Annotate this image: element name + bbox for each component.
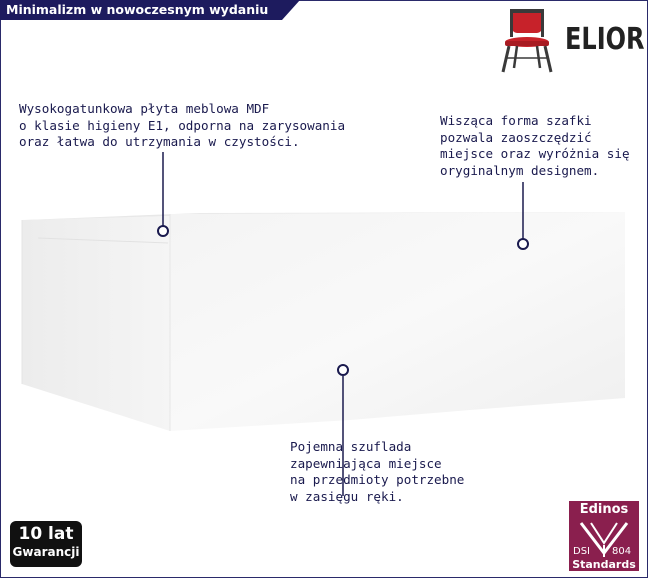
brand-logo xyxy=(501,9,553,73)
standards-brand: Edinos xyxy=(579,502,629,517)
page-title: Minimalizm w nowoczesnym wydaniu xyxy=(6,2,269,17)
brand-name: ELIOR xyxy=(565,22,645,57)
shelf-side-panel xyxy=(22,216,170,431)
standards-logo-icon xyxy=(579,522,629,557)
warranty-badge: 10 lat Gwarancji xyxy=(10,521,82,567)
standards-badge: Edinos DSI 804 Standards xyxy=(569,501,639,571)
marker-dot-hanging xyxy=(517,238,529,250)
warranty-label: Gwarancji xyxy=(12,545,80,559)
callout-material: Wysokogatunkowa płyta meblowa MDF o klas… xyxy=(19,101,346,149)
warranty-years: 10 lat xyxy=(18,524,74,544)
standards-label: Standards xyxy=(572,558,636,571)
callout-hanging: Wisząca forma szafki pozwala zaoszczędzi… xyxy=(440,113,630,178)
standards-code-left: DSI xyxy=(573,546,590,557)
marker-dot-drawer xyxy=(337,364,349,376)
callout-drawer: Pojemna szuflada zapewniająca miejsce na… xyxy=(290,439,465,504)
drawer-front xyxy=(170,212,625,431)
title-banner: Minimalizm w nowoczesnym wydaniu xyxy=(0,0,300,20)
marker-dot-material xyxy=(157,225,169,237)
chair-icon xyxy=(501,9,553,73)
standards-code-right: 804 xyxy=(612,546,632,557)
